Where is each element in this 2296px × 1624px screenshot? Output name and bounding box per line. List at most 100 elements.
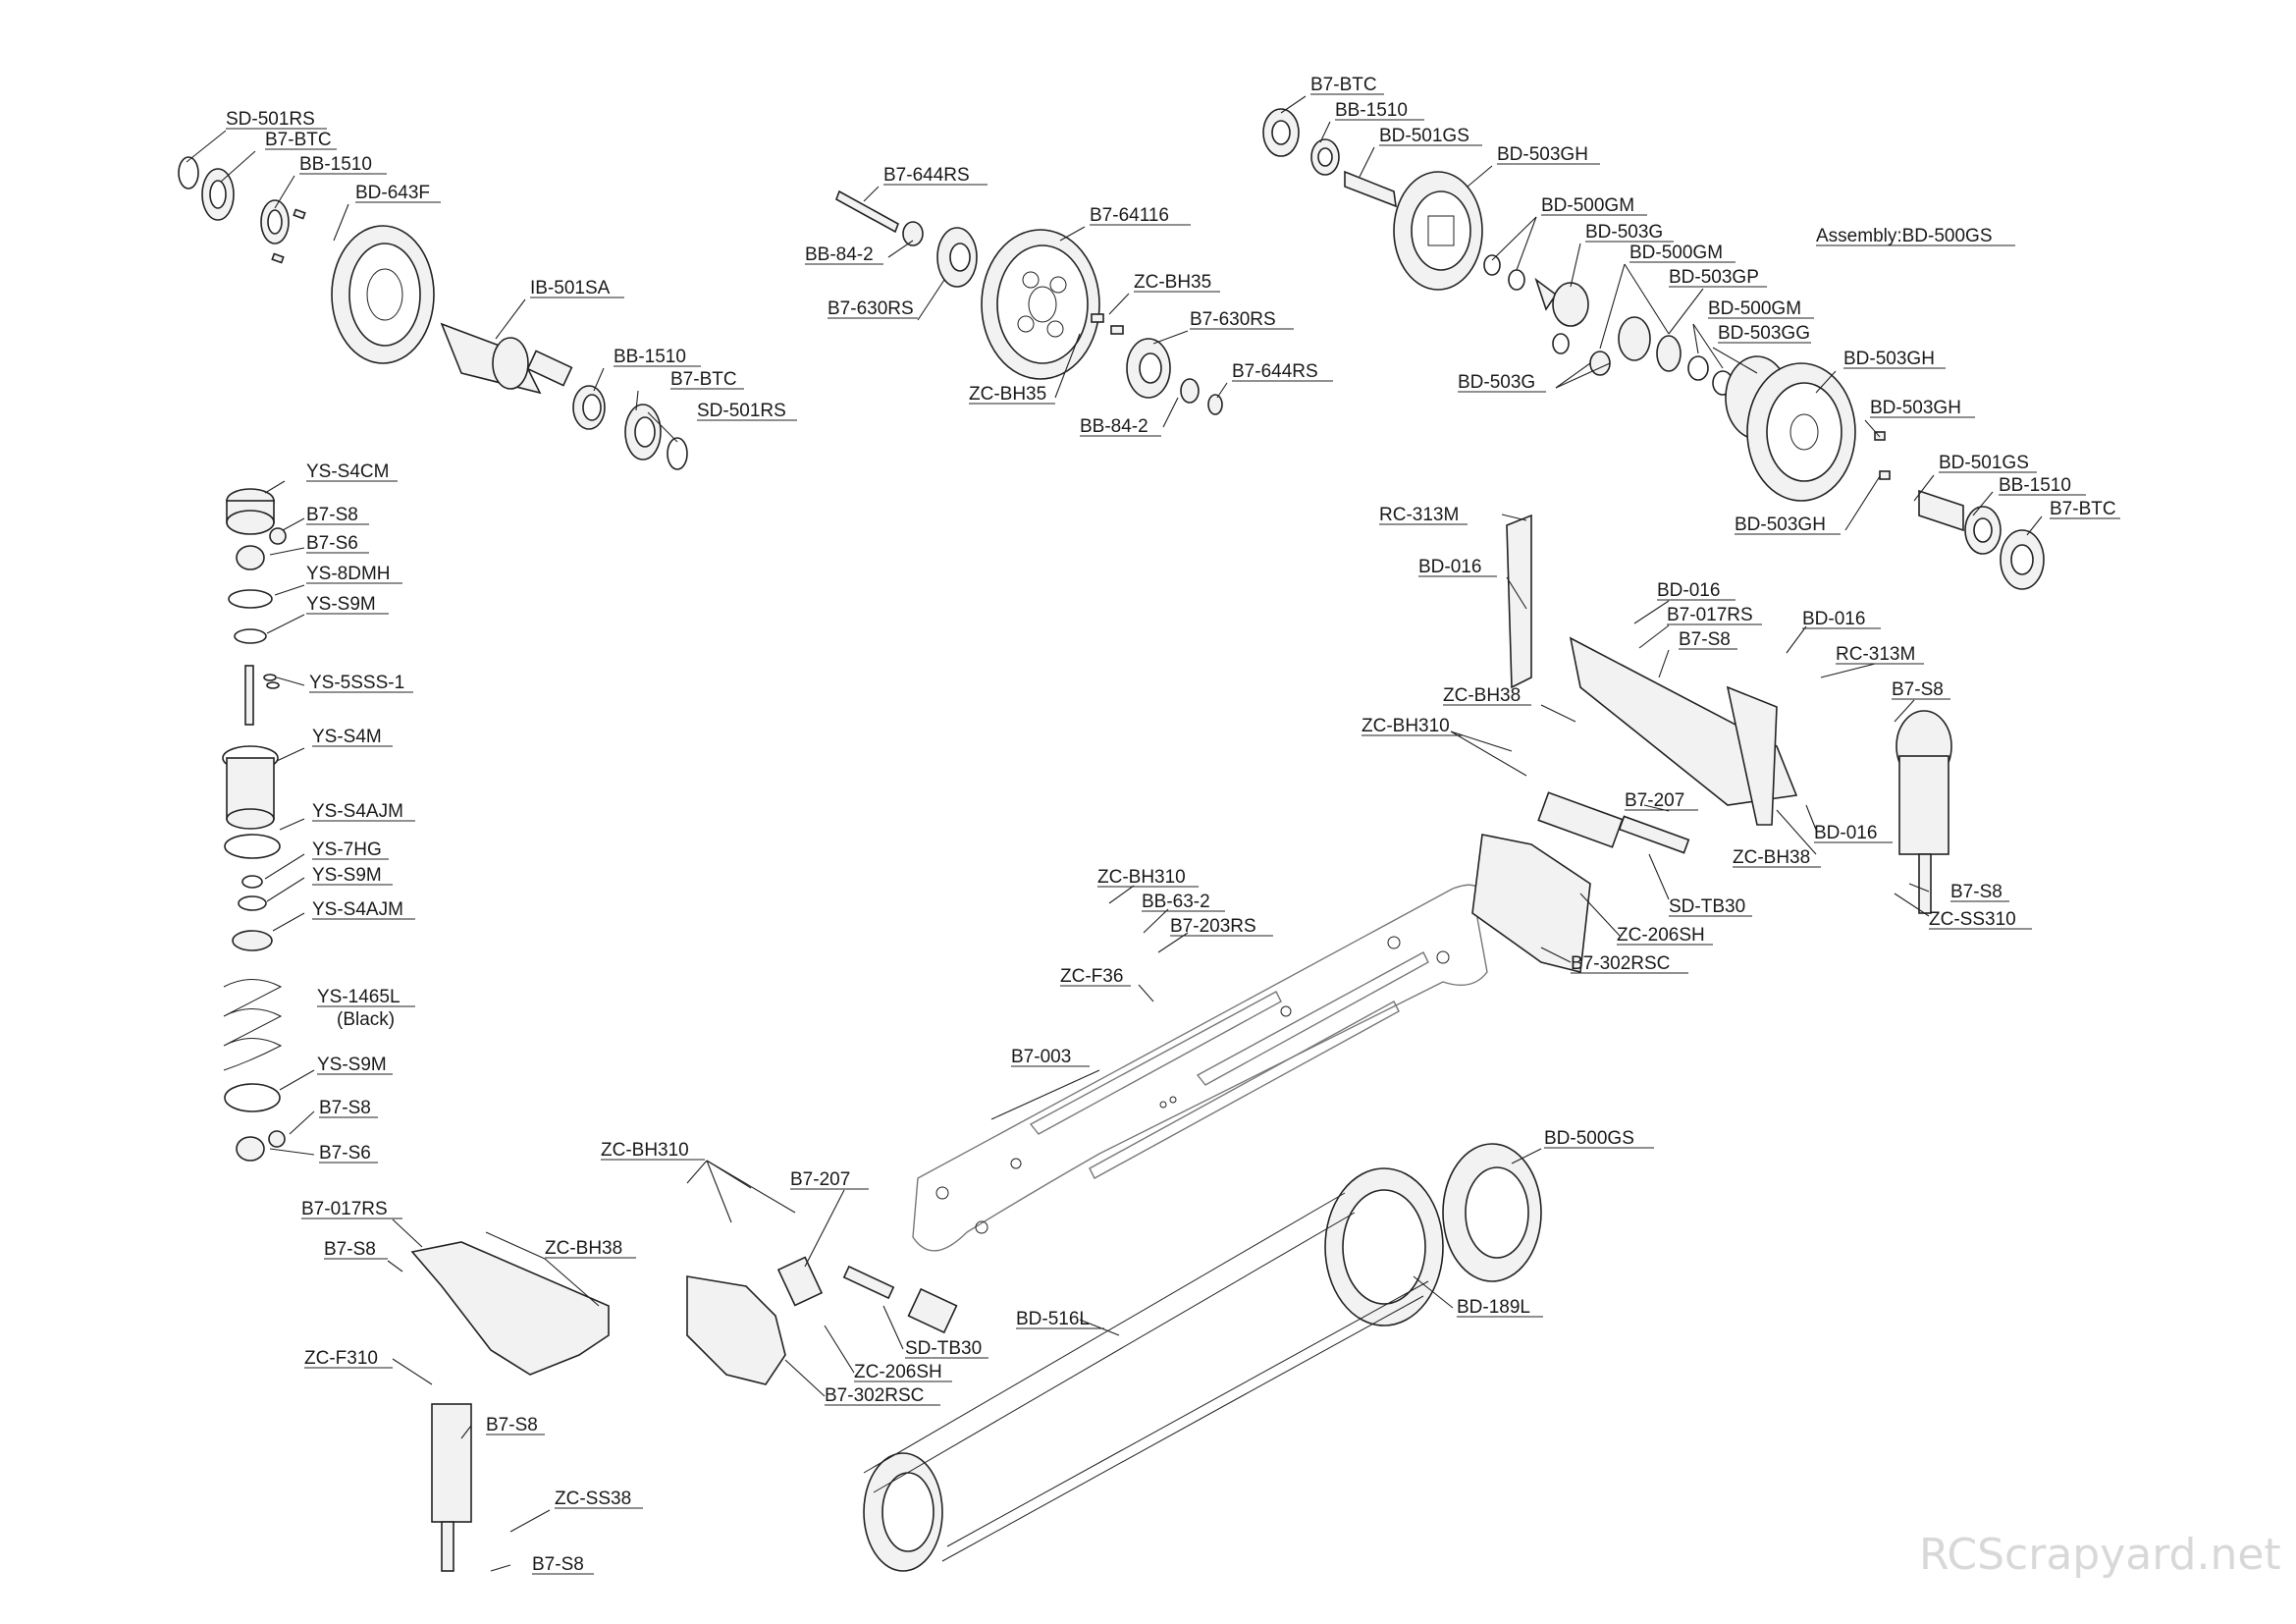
label-b7s8-f: B7-S8	[324, 1239, 376, 1260]
label-bd503gh-b: BD-503GH	[1843, 349, 1935, 369]
label-black: (Black)	[337, 1009, 395, 1030]
label-bb1510-b: BB-1510	[614, 347, 686, 367]
label-rc313m-b: RC-313M	[1836, 644, 1915, 665]
label-b7s8-g: B7-S8	[486, 1415, 538, 1435]
label-ib501sa: IB-501SA	[530, 278, 611, 298]
label-zcbh310-b: ZC-BH310	[1097, 867, 1186, 888]
label-b7s8-d: B7-S8	[1892, 679, 1944, 700]
label-b7btc-b: B7-BTC	[670, 369, 737, 390]
label-bd516l: BD-516L	[1016, 1309, 1090, 1329]
label-zcbh38-b: ZC-BH38	[1733, 847, 1810, 868]
front-pulley-group-drawing	[178, 156, 688, 470]
label-sd501rs-a: SD-501RS	[226, 109, 315, 130]
label-bd503gp: BD-503GP	[1669, 267, 1759, 288]
label-yss4m: YS-S4M	[312, 727, 382, 747]
part-labels: SD-501RS B7-BTC BB-1510 BD-643F IB-501SA…	[226, 75, 2116, 1575]
label-bb1510-a: BB-1510	[299, 154, 372, 175]
label-zc206sh-b: ZC-206SH	[854, 1362, 942, 1382]
label-bd503gg: BD-503GG	[1718, 323, 1810, 344]
rear-left-group-drawing	[410, 1241, 958, 1572]
label-bd500gm-b: BD-500GM	[1629, 243, 1723, 263]
rear-tower-drawing	[1471, 514, 1952, 973]
label-bd189l: BD-189L	[1457, 1297, 1530, 1318]
label-ys8dmh: YS-8DMH	[306, 564, 391, 584]
label-yss9m-a: YS-S9M	[306, 594, 376, 615]
label-b764116: B7-64116	[1090, 205, 1169, 226]
label-b7s8-b: B7-S8	[319, 1098, 371, 1118]
label-bd643f: BD-643F	[355, 183, 430, 203]
label-b7003: B7-003	[1011, 1047, 1071, 1067]
label-zcbh38-a: ZC-BH38	[1443, 685, 1521, 706]
label-zcf36: ZC-F36	[1060, 966, 1123, 987]
label-b7207-b: B7-207	[790, 1169, 850, 1190]
label-bb1510-c: BB-1510	[1335, 100, 1408, 121]
label-b7btc-a: B7-BTC	[265, 130, 332, 150]
label-b7s6-b: B7-S6	[319, 1143, 371, 1164]
gear-diff-group-drawing	[1262, 108, 2045, 590]
label-zcbh310-c: ZC-BH310	[601, 1140, 689, 1161]
label-bd501gs-a: BD-501GS	[1379, 126, 1469, 146]
label-bd016-a: BD-016	[1418, 557, 1481, 577]
label-assembly: Assembly:BD-500GS	[1816, 226, 1993, 246]
label-b7017rs-b: B7-017RS	[301, 1199, 388, 1219]
label-sdtb30-a: SD-TB30	[1669, 896, 1745, 917]
label-b7s8-a: B7-S8	[306, 505, 358, 525]
label-bd016-b: BD-016	[1657, 580, 1720, 601]
label-bd503gh-a: BD-503GH	[1497, 144, 1588, 165]
spur-gear-group-drawing	[835, 189, 1223, 415]
label-b7630rs-b: B7-630RS	[828, 298, 914, 319]
label-yss4ajm-a: YS-S4AJM	[312, 801, 403, 822]
label-bd503g-b: BD-503G	[1458, 372, 1535, 393]
label-sdtb30-b: SD-TB30	[905, 1338, 982, 1359]
label-b7btc-d: B7-BTC	[2050, 499, 2116, 519]
label-bd500gm-c: BD-500GM	[1708, 298, 1801, 319]
label-zc206sh-a: ZC-206SH	[1617, 925, 1705, 946]
label-yss4ajm-b: YS-S4AJM	[312, 899, 403, 920]
label-zcf310: ZC-F310	[304, 1348, 378, 1369]
label-b7btc-c: B7-BTC	[1310, 75, 1377, 95]
belt-drive-drawing	[863, 1143, 1542, 1572]
label-ys7hg: YS-7HG	[312, 839, 382, 860]
label-b7017rs-a: B7-017RS	[1667, 605, 1753, 625]
label-bd500gs: BD-500GS	[1544, 1128, 1634, 1149]
label-b7302rsc-b: B7-302RSC	[825, 1385, 924, 1406]
label-b7302rsc-a: B7-302RSC	[1571, 953, 1670, 974]
shock-column-drawing	[222, 488, 287, 1162]
label-bd503g-a: BD-503G	[1585, 222, 1663, 243]
label-b7630rs-a: B7-630RS	[1190, 309, 1276, 330]
label-yss9m-b: YS-S9M	[312, 865, 382, 886]
label-ys5sss1: YS-5SSS-1	[309, 673, 404, 693]
label-rc313m-a: RC-313M	[1379, 505, 1459, 525]
label-zcss38: ZC-SS38	[555, 1489, 631, 1509]
label-zcbh35-a: ZC-BH35	[1134, 272, 1211, 293]
label-zcss310: ZC-SS310	[1929, 909, 2016, 930]
label-ys1465l: YS-1465L	[317, 987, 400, 1007]
label-bb842-b: BB-84-2	[1080, 416, 1148, 437]
chassis-plate-drawing	[912, 884, 1488, 1252]
label-bd501gs-b: BD-501GS	[1939, 453, 2029, 473]
label-zcbh310-a: ZC-BH310	[1362, 716, 1450, 736]
label-b7s8-c: B7-S8	[1679, 629, 1731, 650]
label-bd016-d: BD-016	[1814, 823, 1877, 843]
label-b7207-a: B7-207	[1625, 790, 1684, 811]
label-bb842-a: BB-84-2	[805, 244, 874, 265]
label-yss9m-c: YS-S9M	[317, 1055, 387, 1075]
leader-lines	[186, 95, 2043, 1572]
label-bd503gh-d: BD-503GH	[1735, 514, 1826, 535]
label-bb632: BB-63-2	[1142, 892, 1210, 912]
label-bb1510-d: BB-1510	[1999, 475, 2071, 496]
label-zcbh35-b: ZC-BH35	[969, 384, 1046, 405]
watermark: RCScrapyard.net	[1919, 1530, 2281, 1580]
label-b7644rs-a: B7-644RS	[883, 165, 970, 186]
label-b7644rs-b: B7-644RS	[1232, 361, 1318, 382]
label-sd501rs-b: SD-501RS	[697, 401, 786, 421]
label-b7203rsc: B7-203RS	[1170, 916, 1256, 937]
label-bd503gh-c: BD-503GH	[1870, 398, 1961, 418]
label-b7s6-a: B7-S6	[306, 533, 358, 554]
label-yss4cm: YS-S4CM	[306, 461, 389, 482]
label-bd016-c: BD-016	[1802, 609, 1865, 629]
label-zcbh38-c: ZC-BH38	[545, 1238, 622, 1259]
label-bd500gm-a: BD-500GM	[1541, 195, 1634, 216]
label-b7s8-h: B7-S8	[532, 1554, 584, 1575]
